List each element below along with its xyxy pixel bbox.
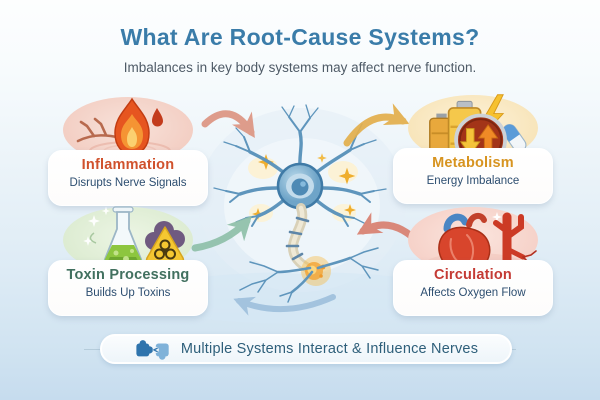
circulation-text-box: Circulation Affects Oxygen Flow	[393, 260, 553, 316]
card-title: Metabolism	[432, 155, 514, 171]
card-title: Circulation	[434, 267, 512, 283]
card-subtitle: Disrupts Nerve Signals	[69, 177, 187, 189]
card-subtitle: Affects Oxygen Flow	[420, 287, 526, 299]
arrow-inflammation-to-neuron	[201, 110, 255, 138]
pill-capsule-icon	[502, 123, 527, 153]
sparkle-icon	[83, 206, 111, 246]
metabolism-text-box: Metabolism Energy Imbalance	[393, 148, 553, 204]
footer-banner: Multiple Systems Interact & Influence Ne…	[100, 334, 512, 364]
card-title: Toxin Processing	[66, 267, 190, 283]
card-title: Inflammation	[81, 157, 175, 173]
arrow-toxin-to-neuron	[191, 215, 252, 252]
page-subtitle: Imbalances in key body systems may affec…	[123, 60, 477, 75]
card-subtitle: Energy Imbalance	[426, 175, 520, 187]
card-subtitle: Builds Up Toxins	[85, 287, 171, 299]
toxin-text-box: Toxin Processing Builds Up Toxins	[48, 260, 208, 316]
biohazard-icon	[145, 221, 185, 265]
header: What Are Root-Cause Systems? Imbalances …	[0, 24, 600, 75]
inflammation-text-box: Inflammation Disrupts Nerve Signals	[48, 150, 208, 206]
artery-icon	[493, 212, 537, 270]
puzzle-icon	[136, 340, 169, 360]
arrow-neuron-to-metabolism	[343, 103, 410, 147]
flame-nerve-icon	[76, 97, 171, 161]
footer-label: Multiple Systems Interact & Influence Ne…	[180, 341, 479, 357]
arrow-neuron-feedback-loop	[233, 294, 336, 316]
page-title: What Are Root-Cause Systems?	[120, 24, 480, 50]
